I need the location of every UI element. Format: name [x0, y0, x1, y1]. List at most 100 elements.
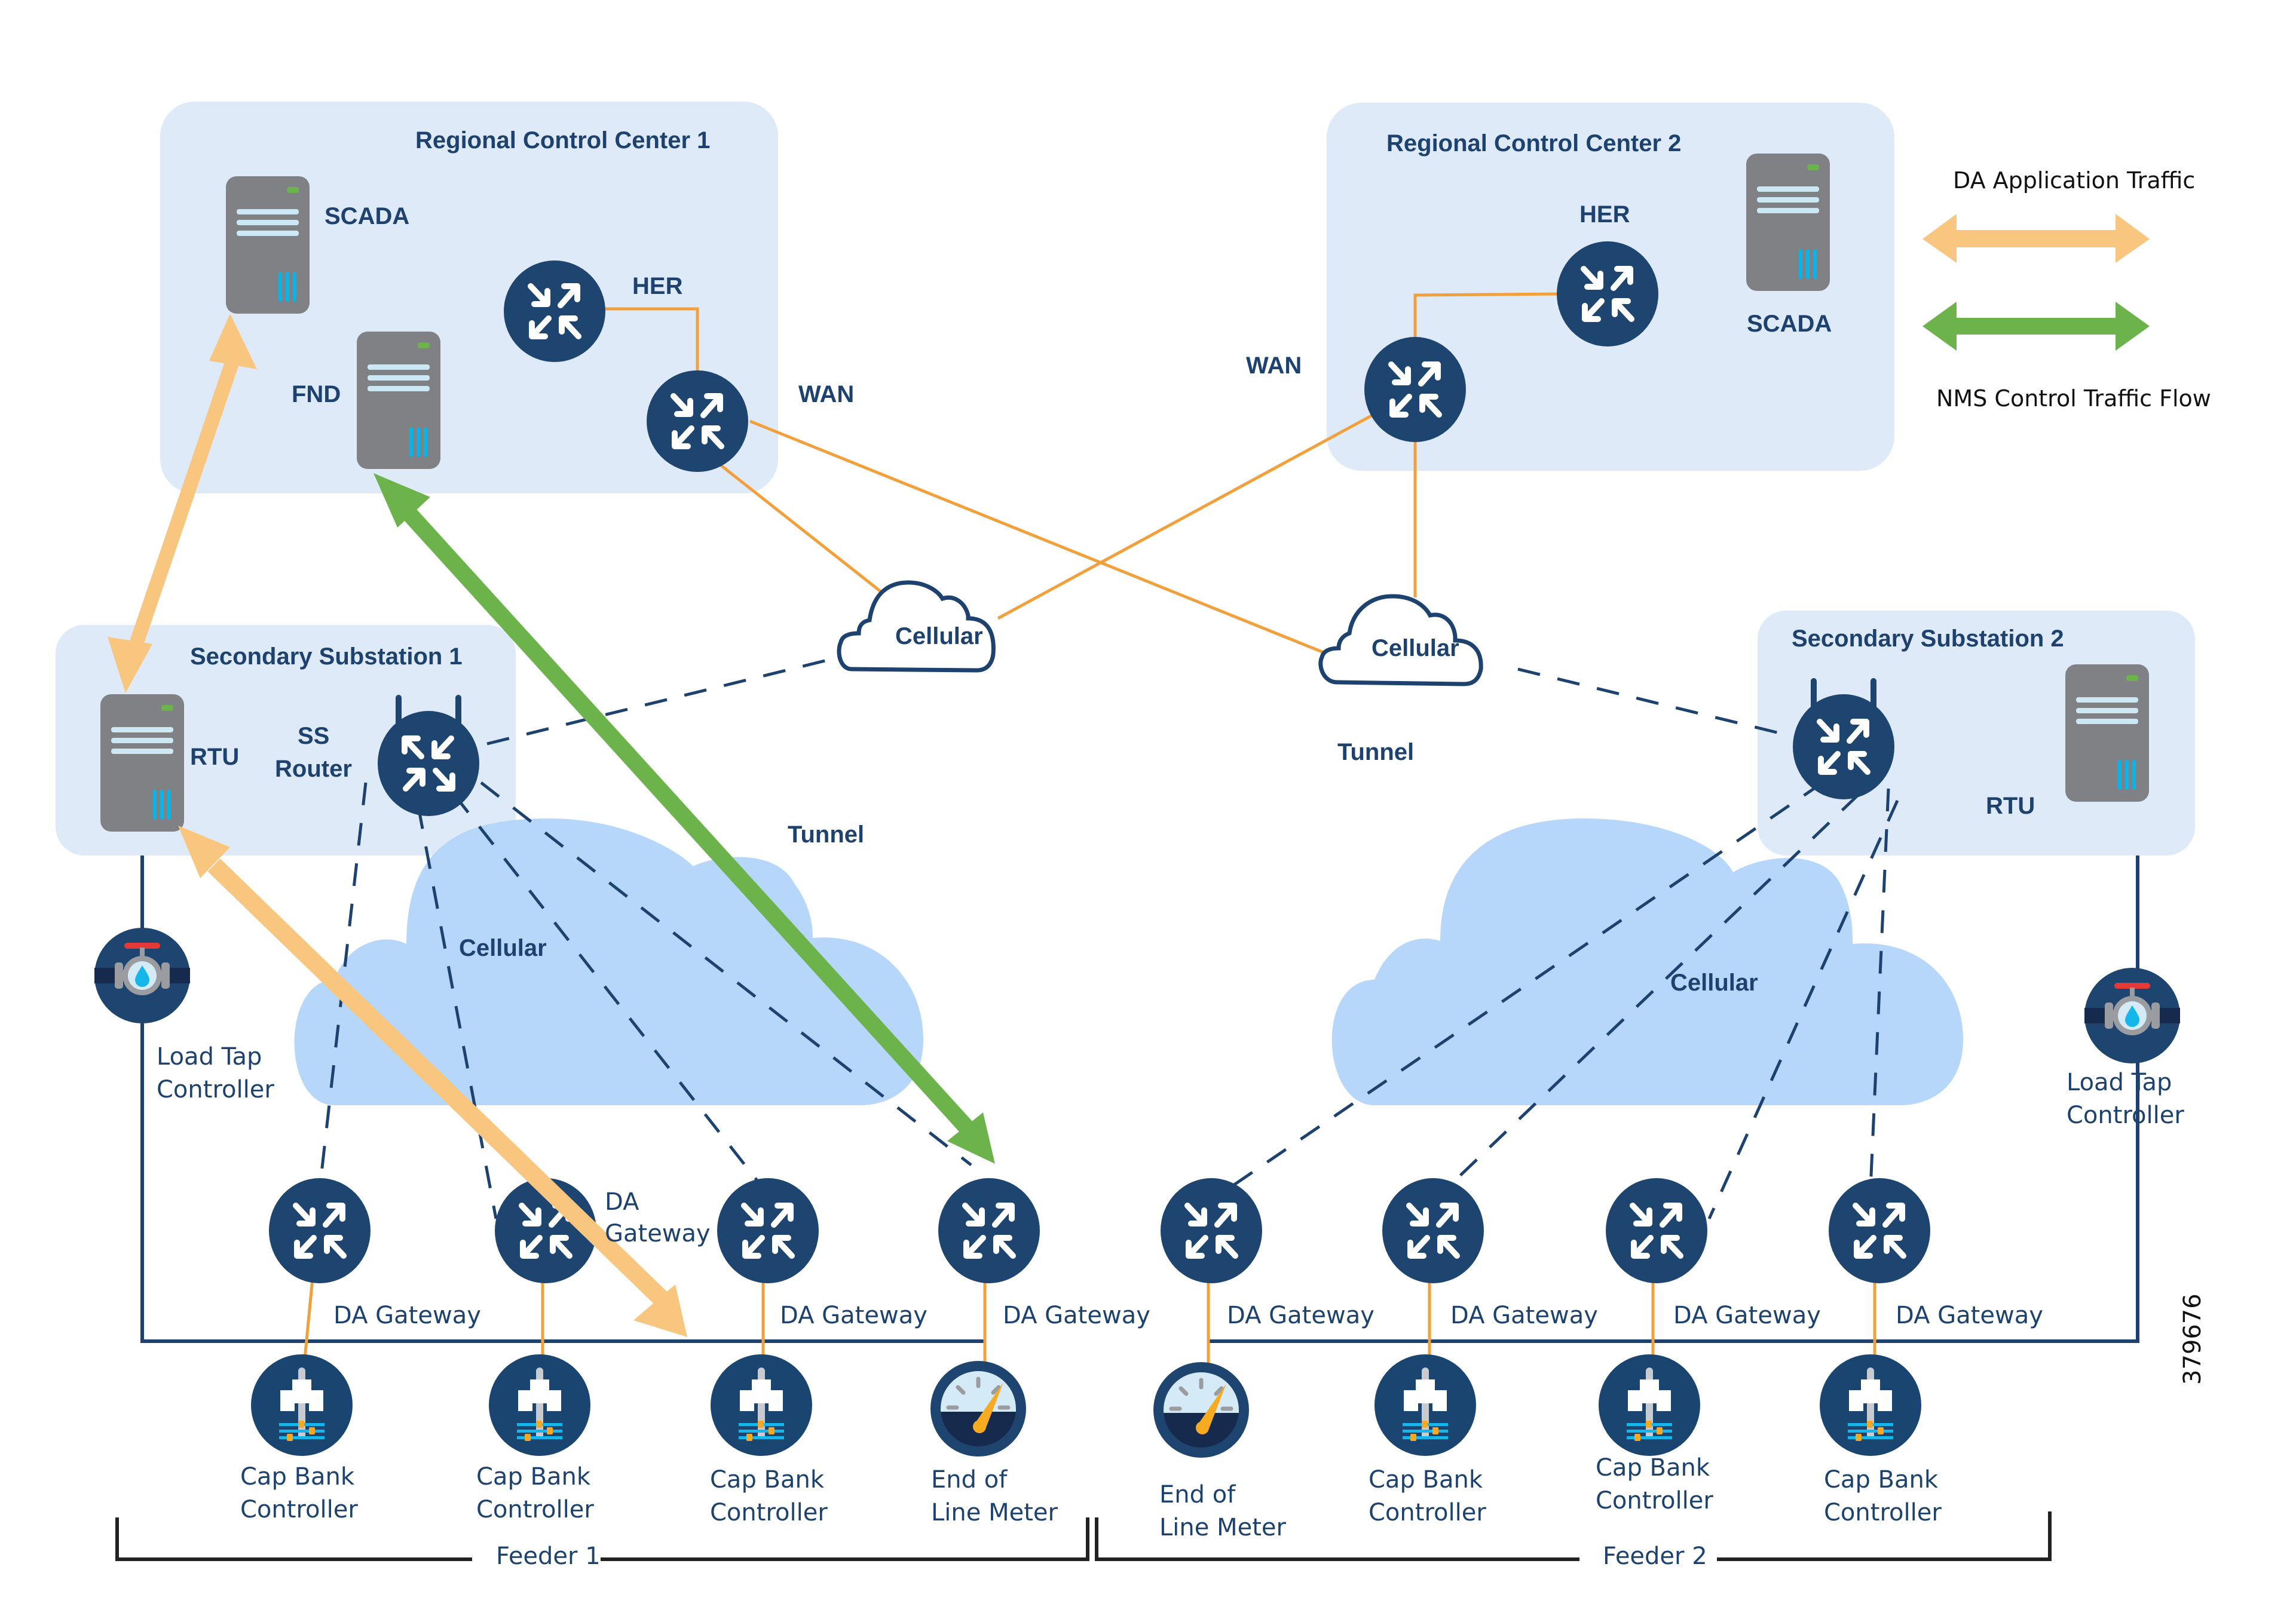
cap-bank-controller-icon: [489, 1354, 590, 1456]
rcc1-title: Regional Control Center 1: [415, 127, 710, 154]
da-gateway-label: DA Gateway: [1450, 1302, 1598, 1329]
ss1-router-label-line2: Router: [275, 756, 352, 782]
endpoint-label-line2: Controller: [710, 1499, 828, 1526]
feeder-2-label: Feeder 2: [1603, 1543, 1707, 1570]
ss1-rtu-label: RTU: [190, 744, 239, 770]
cap-bank-controller-icon: [1820, 1354, 1921, 1456]
rcc1-her-label: HER: [632, 273, 683, 299]
cap-bank-controller-icon: [1599, 1354, 1700, 1456]
ss1-title: Secondary Substation 1: [190, 643, 463, 670]
rtu-1-server-icon: [100, 694, 184, 832]
scada-server-1-icon: [226, 176, 310, 314]
da-gateway-label: DA Gateway: [1896, 1302, 2043, 1329]
da-application-traffic-arrow: [178, 826, 687, 1337]
da-gateway-label: Gateway: [605, 1220, 711, 1247]
load-tap-controller-icon: [2084, 968, 2180, 1063]
fnd-server-icon: [357, 332, 440, 469]
endpoint-label-line1: End of: [931, 1466, 1008, 1494]
scada-server-2-icon: [1746, 154, 1830, 291]
wan1-to-cellular-left-link: [713, 459, 886, 596]
endpoint-label-line1: End of: [1159, 1481, 1236, 1508]
cellular-big-left-label: Cellular: [459, 935, 547, 961]
legend-nms-control-arrow: [1922, 302, 2150, 351]
endpoint-label-line1: Cap Bank: [1596, 1454, 1710, 1482]
her-2-router-icon: [1557, 241, 1658, 347]
legend-da-application-label: DA Application Traffic: [1953, 167, 2195, 194]
tunnel-label-right: Tunnel: [1337, 739, 1414, 765]
rtu-2-server-icon: [2065, 664, 2149, 802]
rcc1-fnd-label: FND: [292, 381, 341, 407]
feeder-2-bracket: [1095, 1511, 2052, 1561]
rcc2-title: Regional Control Center 2: [1386, 130, 1681, 157]
her1-to-wan1-link: [604, 307, 699, 376]
big-cloud-left: [294, 818, 923, 1105]
cellular-small-left-label: Cellular: [895, 623, 983, 649]
da-gateway-label: DA Gateway: [780, 1302, 927, 1329]
rcc2-scada-label: SCADA: [1747, 311, 1832, 337]
cellular-small-right-label: Cellular: [1372, 635, 1459, 661]
da-gateway-router-icon: [1161, 1178, 1262, 1283]
regional-control-center-1-box: [160, 102, 778, 493]
end-of-line-meter-icon: [1153, 1362, 1249, 1458]
da-gateway-router-icon: [938, 1178, 1040, 1283]
wan-1-router-icon: [647, 370, 748, 472]
da-gateway-label: DA: [605, 1188, 639, 1216]
endpoint-label-line2: Controller: [1824, 1499, 1942, 1526]
tunnel-lines: [318, 655, 1899, 1220]
ss1-router-label-line1: SS: [298, 723, 329, 749]
da-gateway-router-icon: [269, 1178, 371, 1283]
endpoint-label-line2: Controller: [1369, 1499, 1486, 1526]
load-tap-controller-icon: [94, 928, 190, 1023]
da-gateway-router-icon: [1382, 1178, 1484, 1283]
endpoint-label-line2: Controller: [1596, 1487, 1713, 1514]
da-gateway-label: DA Gateway: [1003, 1302, 1150, 1329]
endpoint-label-line1: Cap Bank: [240, 1463, 355, 1491]
endpoint-label-line1: Cap Bank: [1824, 1466, 1939, 1494]
figure-id: 379676: [2179, 1293, 2206, 1385]
endpoint-label-line2: Line Meter: [931, 1499, 1058, 1526]
ss2-rtu-label: RTU: [1986, 793, 2035, 819]
endpoint-label-line1: Cap Bank: [476, 1463, 591, 1491]
nms-control-traffic-arrow: [374, 473, 995, 1164]
da-application-traffic-arrow: [108, 314, 257, 693]
da-gateway-router-icon: [717, 1178, 819, 1283]
load-tap-1-label-line1: Load Tap: [157, 1043, 262, 1071]
legend-da-application-arrow: [1922, 214, 2150, 263]
da-gateway-label: DA Gateway: [1227, 1302, 1374, 1329]
da-gateway-label: DA Gateway: [1673, 1302, 1821, 1329]
rcc2-her-label: HER: [1579, 201, 1630, 228]
endpoint-label-line2: Controller: [476, 1496, 594, 1523]
ss2-title: Secondary Substation 2: [1792, 626, 2064, 652]
rcc1-wan-label: WAN: [798, 381, 854, 407]
end-of-line-meter-icon: [930, 1361, 1026, 1457]
tunnel-label-left: Tunnel: [788, 821, 864, 848]
cellular-cloud-right: [1318, 594, 1483, 686]
her-1-router-icon: [504, 260, 605, 362]
endpoint-label-line1: Cap Bank: [1369, 1466, 1483, 1494]
cap-bank-controller-icon: [1374, 1354, 1476, 1456]
cap-bank-controller-icon: [251, 1354, 353, 1456]
cellular-cloud-left: [837, 580, 996, 673]
load-tap-2-label-line2: Controller: [2067, 1102, 2184, 1129]
da-gateway-router-icon: [1829, 1178, 1930, 1283]
cap-bank-controller-icon: [711, 1354, 812, 1456]
feeder-1-label: Feeder 1: [496, 1543, 601, 1570]
legend-nms-control-label: NMS Control Traffic Flow: [1936, 385, 2211, 412]
load-tap-2-label-line1: Load Tap: [2067, 1069, 2172, 1096]
da-gateway-router-icon: [1606, 1178, 1707, 1283]
rcc2-wan-label: WAN: [1246, 352, 1302, 379]
wan1-to-cellular-right-link: [749, 419, 1328, 656]
rcc1-scada-label: SCADA: [324, 203, 409, 229]
wan-2-router-icon: [1364, 337, 1466, 442]
da-gateway-label: DA Gateway: [333, 1302, 481, 1329]
ss-router-2-icon: [1793, 678, 1894, 799]
endpoint-label-line1: Cap Bank: [710, 1466, 825, 1494]
big-cloud-right: [1331, 818, 1963, 1105]
feeder-1-bracket: [115, 1517, 1089, 1561]
her2-to-wan2-link: [1413, 292, 1560, 347]
cellular-big-right-label: Cellular: [1670, 970, 1758, 996]
ss-router-1-icon: [378, 695, 479, 816]
wan2-to-cellular-left-link: [997, 412, 1376, 620]
endpoint-label-line2: Line Meter: [1159, 1514, 1286, 1541]
